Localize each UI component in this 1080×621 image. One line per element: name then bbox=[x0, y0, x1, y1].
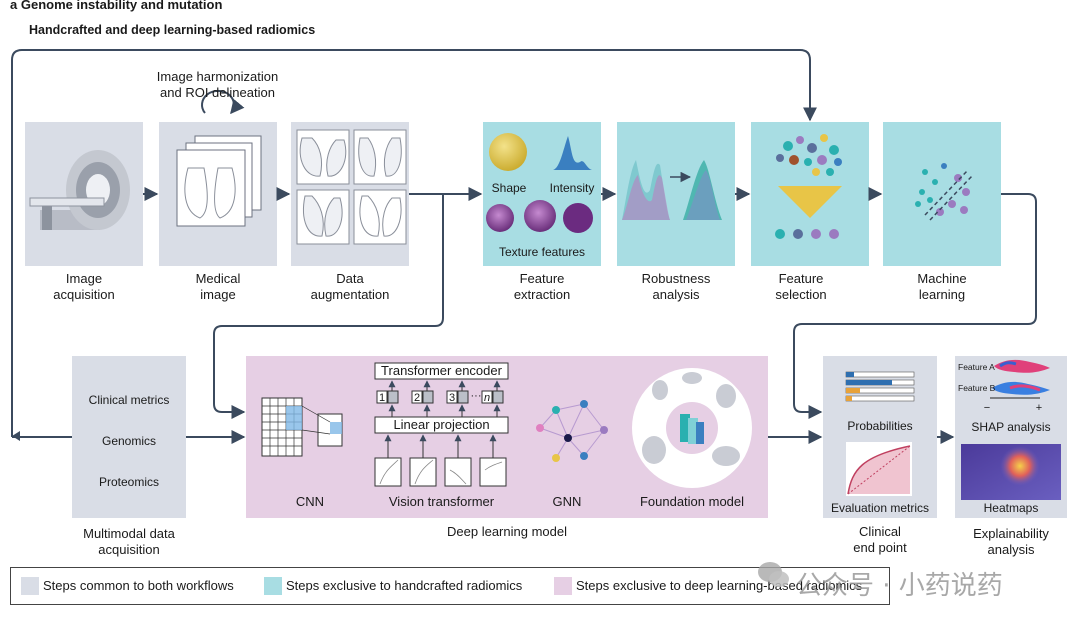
shap-analysis-label: SHAP analysis bbox=[971, 420, 1051, 434]
step-line-1: Feature bbox=[778, 271, 824, 286]
harmonization-label: Image harmonization and ROI delineation bbox=[145, 69, 290, 101]
explainability-caption: Explainability analysis bbox=[945, 526, 1077, 558]
multimodal-caption-line-1: Multimodal data bbox=[83, 526, 175, 541]
token-1: 1 bbox=[378, 392, 386, 404]
step-label-feature-selection: Feature selection bbox=[742, 271, 860, 303]
harmonization-line-1: Image harmonization bbox=[156, 69, 279, 84]
texture-sphere-2-icon bbox=[524, 200, 556, 232]
step-label-image-acquisition: Image acquisition bbox=[25, 271, 143, 303]
step-line-1: Machine bbox=[917, 271, 967, 286]
legend-swatch-deep bbox=[554, 577, 572, 595]
scanner-icon bbox=[29, 150, 130, 230]
step-line-1: Robustness bbox=[641, 271, 711, 286]
distribution-curves-icon bbox=[622, 160, 722, 220]
evaluation-metrics-label: Evaluation metrics bbox=[830, 501, 930, 515]
legend-swatch-common bbox=[21, 577, 39, 595]
step-label-machine-learning: Machine learning bbox=[883, 271, 1001, 303]
texture-sphere-3-icon bbox=[563, 203, 593, 233]
feature-selection-funnel-icon bbox=[775, 134, 842, 239]
step-line-2: extraction bbox=[513, 287, 571, 302]
shap-plus-label: + bbox=[1035, 402, 1043, 414]
gnn-icon bbox=[536, 400, 608, 462]
augmented-lungs-icon bbox=[296, 129, 407, 245]
transformer-encoder-label: Transformer encoder bbox=[381, 363, 502, 378]
foundation-model-icon bbox=[632, 368, 752, 488]
token-2: 2 bbox=[413, 392, 421, 404]
box-multimodal bbox=[72, 356, 186, 518]
intensity-histogram-icon bbox=[553, 136, 592, 170]
panel-title-text: Genome instability and mutation bbox=[20, 0, 223, 12]
multimodal-item-clinical: Clinical metrics bbox=[88, 393, 170, 407]
multimodal-caption-line-2: acquisition bbox=[98, 542, 160, 557]
feature-b-label: Feature B bbox=[958, 383, 996, 393]
feature-extraction-graphics bbox=[486, 133, 593, 233]
probability-bars bbox=[845, 371, 915, 402]
step-line-2: learning bbox=[918, 287, 966, 302]
step-line-1: Feature bbox=[519, 271, 565, 286]
multimodal-item-proteomics: Proteomics bbox=[98, 475, 160, 489]
step-line-2: image bbox=[200, 287, 236, 302]
feature-a-label: Feature A bbox=[958, 362, 995, 372]
heatmaps-label: Heatmaps bbox=[983, 501, 1039, 515]
clinical-caption: Clinical end point bbox=[823, 524, 937, 556]
panel-letter: a bbox=[10, 0, 18, 12]
clinical-caption-line-2: end point bbox=[853, 540, 907, 555]
step-line-1: Data bbox=[336, 271, 364, 286]
multimodal-caption: Multimodal data acquisition bbox=[64, 526, 194, 558]
shap-plot-icon bbox=[990, 359, 1050, 399]
step-line-1: Image bbox=[65, 271, 103, 286]
token-n: n bbox=[483, 392, 491, 404]
texture-sphere-1-icon bbox=[486, 204, 514, 232]
step-label-robustness-analysis: Robustness analysis bbox=[617, 271, 735, 303]
shape-sphere-icon bbox=[489, 133, 527, 171]
heatmap-icon bbox=[961, 444, 1061, 500]
token-ellipsis: ··· bbox=[470, 390, 482, 402]
cnn-icon bbox=[261, 397, 343, 457]
explainability-caption-line-2: analysis bbox=[987, 542, 1035, 557]
legend-text-deep: Steps exclusive to deep learning-based r… bbox=[576, 578, 863, 593]
legend-swatch-handcrafted bbox=[264, 577, 282, 595]
clinical-caption-line-1: Clinical bbox=[859, 524, 901, 539]
shap-minus-label: − bbox=[983, 402, 991, 414]
roc-curve-icon bbox=[846, 442, 912, 496]
intensity-label: Intensity bbox=[549, 181, 595, 195]
texture-label: Texture features bbox=[498, 245, 586, 259]
step-line-2: analysis bbox=[652, 287, 700, 302]
shape-label: Shape bbox=[491, 181, 527, 195]
panel-subtitle: Handcrafted and deep learning-based radi… bbox=[29, 23, 316, 37]
gnn-label: GNN bbox=[552, 494, 582, 509]
token-3: 3 bbox=[448, 392, 456, 404]
step-line-2: selection bbox=[775, 287, 827, 302]
wechat-icon bbox=[758, 562, 789, 587]
multimodal-item-genomics: Genomics bbox=[101, 434, 157, 448]
cnn-label: CNN bbox=[295, 494, 325, 509]
foundation-model-label: Foundation model bbox=[639, 494, 745, 509]
step-line-2: acquisition bbox=[53, 287, 115, 302]
step-label-feature-extraction: Feature extraction bbox=[483, 271, 601, 303]
lung-image-stack-icon bbox=[176, 89, 262, 227]
vision-transformer-icon bbox=[374, 362, 509, 487]
box-machine-learning bbox=[883, 122, 1001, 266]
step-line-2: augmentation bbox=[310, 287, 390, 302]
watermark-text: 公众号 · 小药说药 bbox=[796, 571, 1003, 601]
panel-title: a Genome instability and mutation bbox=[10, 0, 222, 12]
step-label-data-augmentation: Data augmentation bbox=[291, 271, 409, 303]
top-row-arrows bbox=[11, 49, 1037, 444]
vision-transformer-label: Vision transformer bbox=[388, 494, 495, 509]
step-line-1: Medical bbox=[195, 271, 241, 286]
legend: Steps common to both workflows Steps exc… bbox=[10, 567, 890, 605]
deep-learning-caption: Deep learning model bbox=[447, 524, 567, 539]
step-label-medical-image: Medical image bbox=[159, 271, 277, 303]
harmonization-line-2: and ROI delineation bbox=[160, 85, 275, 100]
probabilities-label: Probabilities bbox=[847, 419, 913, 433]
legend-text-handcrafted: Steps exclusive to handcrafted radiomics bbox=[286, 578, 523, 593]
explainability-caption-line-1: Explainability bbox=[973, 526, 1049, 541]
legend-text-common: Steps common to both workflows bbox=[43, 578, 234, 593]
ml-scatter-icon bbox=[915, 163, 973, 221]
linear-projection-label: Linear projection bbox=[393, 417, 490, 432]
